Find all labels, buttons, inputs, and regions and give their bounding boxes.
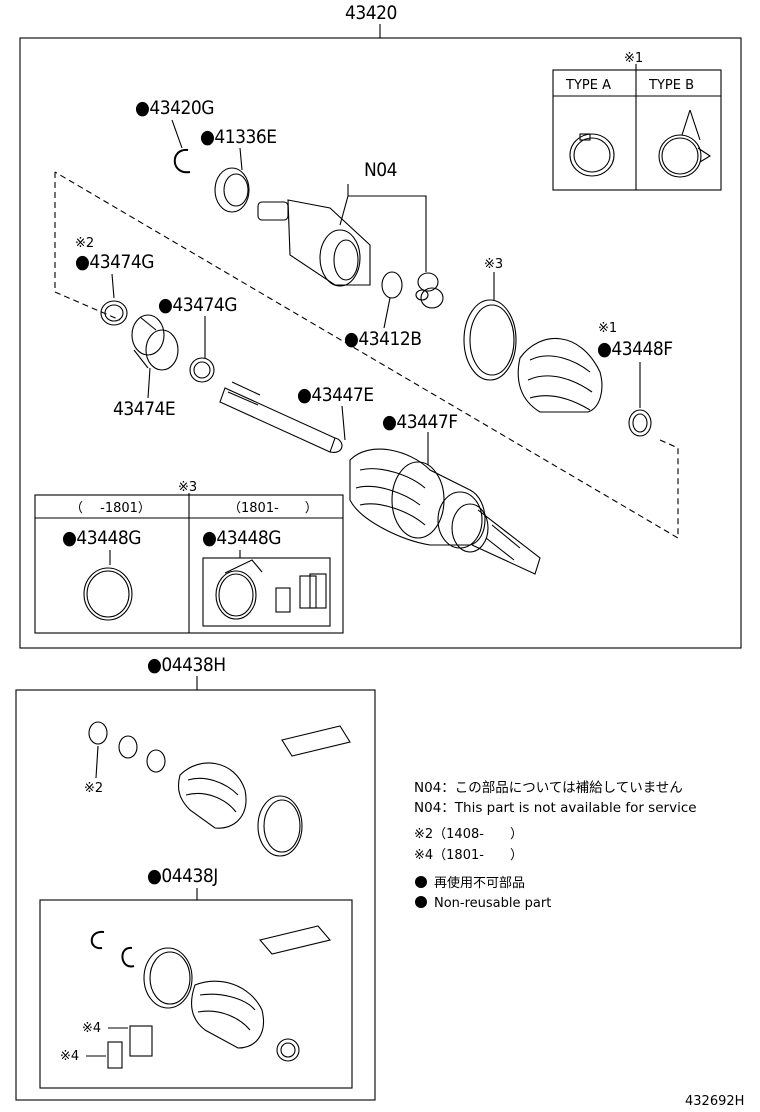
assembly-number: 43420: [345, 2, 397, 24]
kit-j-grease-icon: [258, 925, 332, 955]
outboard-housing-icon: [257, 199, 371, 287]
outer-boot-icon: [349, 448, 486, 546]
kit-h-large-clamp-icon: [257, 795, 303, 857]
part-43474G-b-label: ●43474G: [158, 294, 237, 316]
subbox-right-part: ●43448G: [202, 527, 281, 549]
note-n04-en: N04：This part is not available for servi…: [414, 800, 697, 816]
seal-icon: [214, 167, 250, 213]
small-clamp-b-icon: [189, 357, 215, 383]
part-43420G-label: ●43420G: [135, 97, 214, 119]
kit-j-snap-ring-icon: [90, 930, 105, 950]
kit-j-mark-a: ※4: [82, 1021, 101, 1036]
main-frame: [19, 37, 742, 649]
legend-jp: 再使用不可部品: [434, 875, 525, 891]
diagram-id: 432692H: [685, 1094, 744, 1109]
clamp-old-icon: [83, 567, 133, 621]
part-43447F-label: ●43447F: [382, 411, 458, 433]
outer-joint-icon: [437, 491, 541, 575]
legend-en: Non-reusable part: [434, 896, 551, 911]
part-43448F-label: ●43448F: [597, 338, 673, 360]
part-N04-label: N04: [364, 159, 397, 181]
kit-bracket: [202, 557, 331, 627]
leader-43474G-a: [111, 273, 115, 299]
kit-h-frame: [15, 689, 376, 1101]
boot-clamp-icon: [628, 409, 652, 437]
subbox-left-part: ●43448G: [62, 527, 141, 549]
type-b-label: TYPE B: [648, 78, 694, 93]
kit-j-large-clamp-icon: [143, 947, 193, 1009]
leader-43474E: [147, 367, 151, 399]
snap-ring-icon: [173, 148, 191, 174]
tripod-roller-icon: [415, 272, 444, 309]
note-n04-jp: N04：この部品については補給していません: [414, 780, 683, 796]
kit-j-packet-a-icon: [129, 1025, 153, 1057]
note-mark-2: ※2（1408- ）: [414, 827, 523, 842]
leader-N04: [339, 184, 427, 272]
clip-ring-icon: [381, 271, 403, 299]
clamp-type-b-icon: [658, 109, 712, 178]
part-43412B-label: ●43412B: [344, 328, 422, 350]
part-43474G-a-label: ●43474G: [75, 251, 154, 273]
kit-j-label: ●04438J: [147, 865, 218, 887]
type-a-label: TYPE A: [565, 78, 611, 93]
leader-41336E: [239, 147, 243, 171]
clamp-type-a-icon: [569, 133, 615, 177]
kit-j-packet-b-icon: [107, 1041, 123, 1069]
subbox-header: ※3: [178, 480, 197, 495]
kit-h-mark: ※2: [84, 781, 103, 796]
part-41336E-label: ●41336E: [200, 126, 277, 148]
kit-h-grease-icon: [281, 725, 351, 757]
kit-j-clip-icon: [121, 946, 135, 968]
legend-dot-jp: [415, 876, 427, 888]
mark-3-label: ※3: [484, 257, 503, 272]
grease-packet-icon: [275, 573, 327, 613]
subbox-right-range: （1801- ）: [228, 501, 318, 516]
leader-kit-h-mark: [95, 745, 99, 779]
part-43447E-label: ●43447E: [297, 384, 374, 406]
drive-shaft-icon: [219, 381, 343, 453]
inner-boot-icon: [517, 337, 603, 413]
kit-j-mark-b: ※4: [60, 1049, 79, 1064]
legend-dot-en: [415, 896, 427, 908]
part-43474E-label: 43474E: [113, 398, 175, 420]
large-clamp-icon: [463, 299, 517, 381]
damper-icon: [131, 314, 179, 371]
kit-h-clamp-icon: [88, 721, 166, 773]
leader-43420G: [171, 119, 183, 149]
kit-j-small-clamp-icon: [276, 1038, 300, 1062]
kit-h-boot-icon: [177, 762, 247, 829]
mark-2-label: ※2: [75, 236, 94, 251]
kit-h-label: ●04438H: [147, 654, 226, 676]
type-box-header: ※1: [624, 51, 643, 66]
kit-j-boot-icon: [191, 980, 264, 1049]
note-mark-4: ※4（1801- ）: [414, 848, 523, 863]
small-clamp-icon: [100, 300, 128, 326]
clamp-new-icon: [215, 559, 263, 620]
dashed-outline: [54, 171, 679, 539]
subbox-left-range: （ -1801）: [70, 501, 151, 516]
mark-1-label: ※1: [598, 321, 617, 336]
type-box: [552, 69, 722, 191]
kit-j-frame: [39, 899, 353, 1089]
leader-43412B: [383, 297, 391, 329]
leader-43447E: [341, 405, 346, 441]
